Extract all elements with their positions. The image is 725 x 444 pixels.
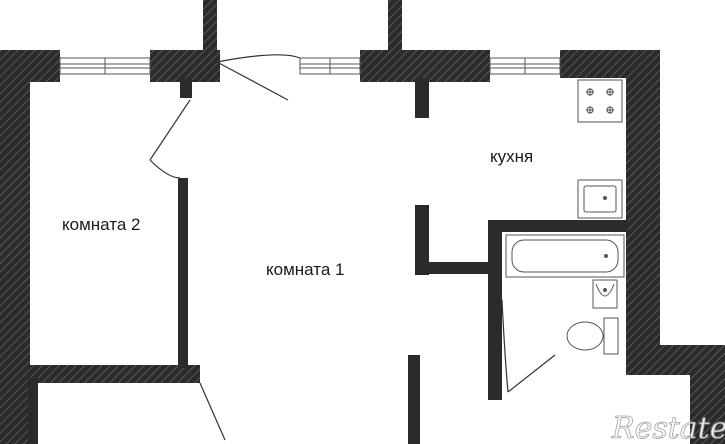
doors [149, 99, 556, 441]
wall-right [626, 50, 660, 355]
wall-lower-left-stub [28, 378, 38, 444]
label-room-1: комната 1 [266, 260, 344, 279]
bathtub-icon [505, 234, 625, 278]
label-room-2: комната 2 [62, 215, 140, 234]
window-kitchen [489, 57, 561, 75]
window-room1 [299, 57, 361, 75]
wall-room2-right [178, 178, 188, 368]
windows [59, 57, 561, 75]
door-room2 [149, 99, 191, 179]
wall-top-segment-b [360, 50, 490, 82]
wall-shaft-left [203, 0, 217, 52]
wall-top-segment-a [150, 50, 220, 82]
wall-left [0, 50, 30, 444]
interior-walls [28, 78, 628, 444]
wall-kitchen-mid [415, 205, 429, 275]
door-bathroom [501, 299, 556, 393]
stove-icon [577, 79, 623, 123]
kitchen-sink-icon [577, 179, 623, 219]
label-kitchen: кухня [490, 147, 533, 166]
wall-right-corner [690, 345, 725, 444]
wall-room2-top-stub [180, 78, 192, 98]
toilet-icon [566, 317, 619, 355]
balcony-door [216, 54, 301, 101]
wall-bath-topcap [488, 220, 628, 232]
window-room2 [59, 57, 151, 75]
wall-kitchen-left [415, 78, 429, 118]
wall-bottom-left [0, 365, 200, 383]
wall-lower-stub [408, 355, 420, 444]
wall-bath-left [488, 220, 502, 400]
watermark-logo: Restate [611, 411, 725, 444]
washbasin-icon [592, 279, 618, 309]
wall-bath-top [415, 262, 495, 274]
wall-shaft-right [388, 0, 402, 52]
door-lower-left [199, 382, 226, 441]
